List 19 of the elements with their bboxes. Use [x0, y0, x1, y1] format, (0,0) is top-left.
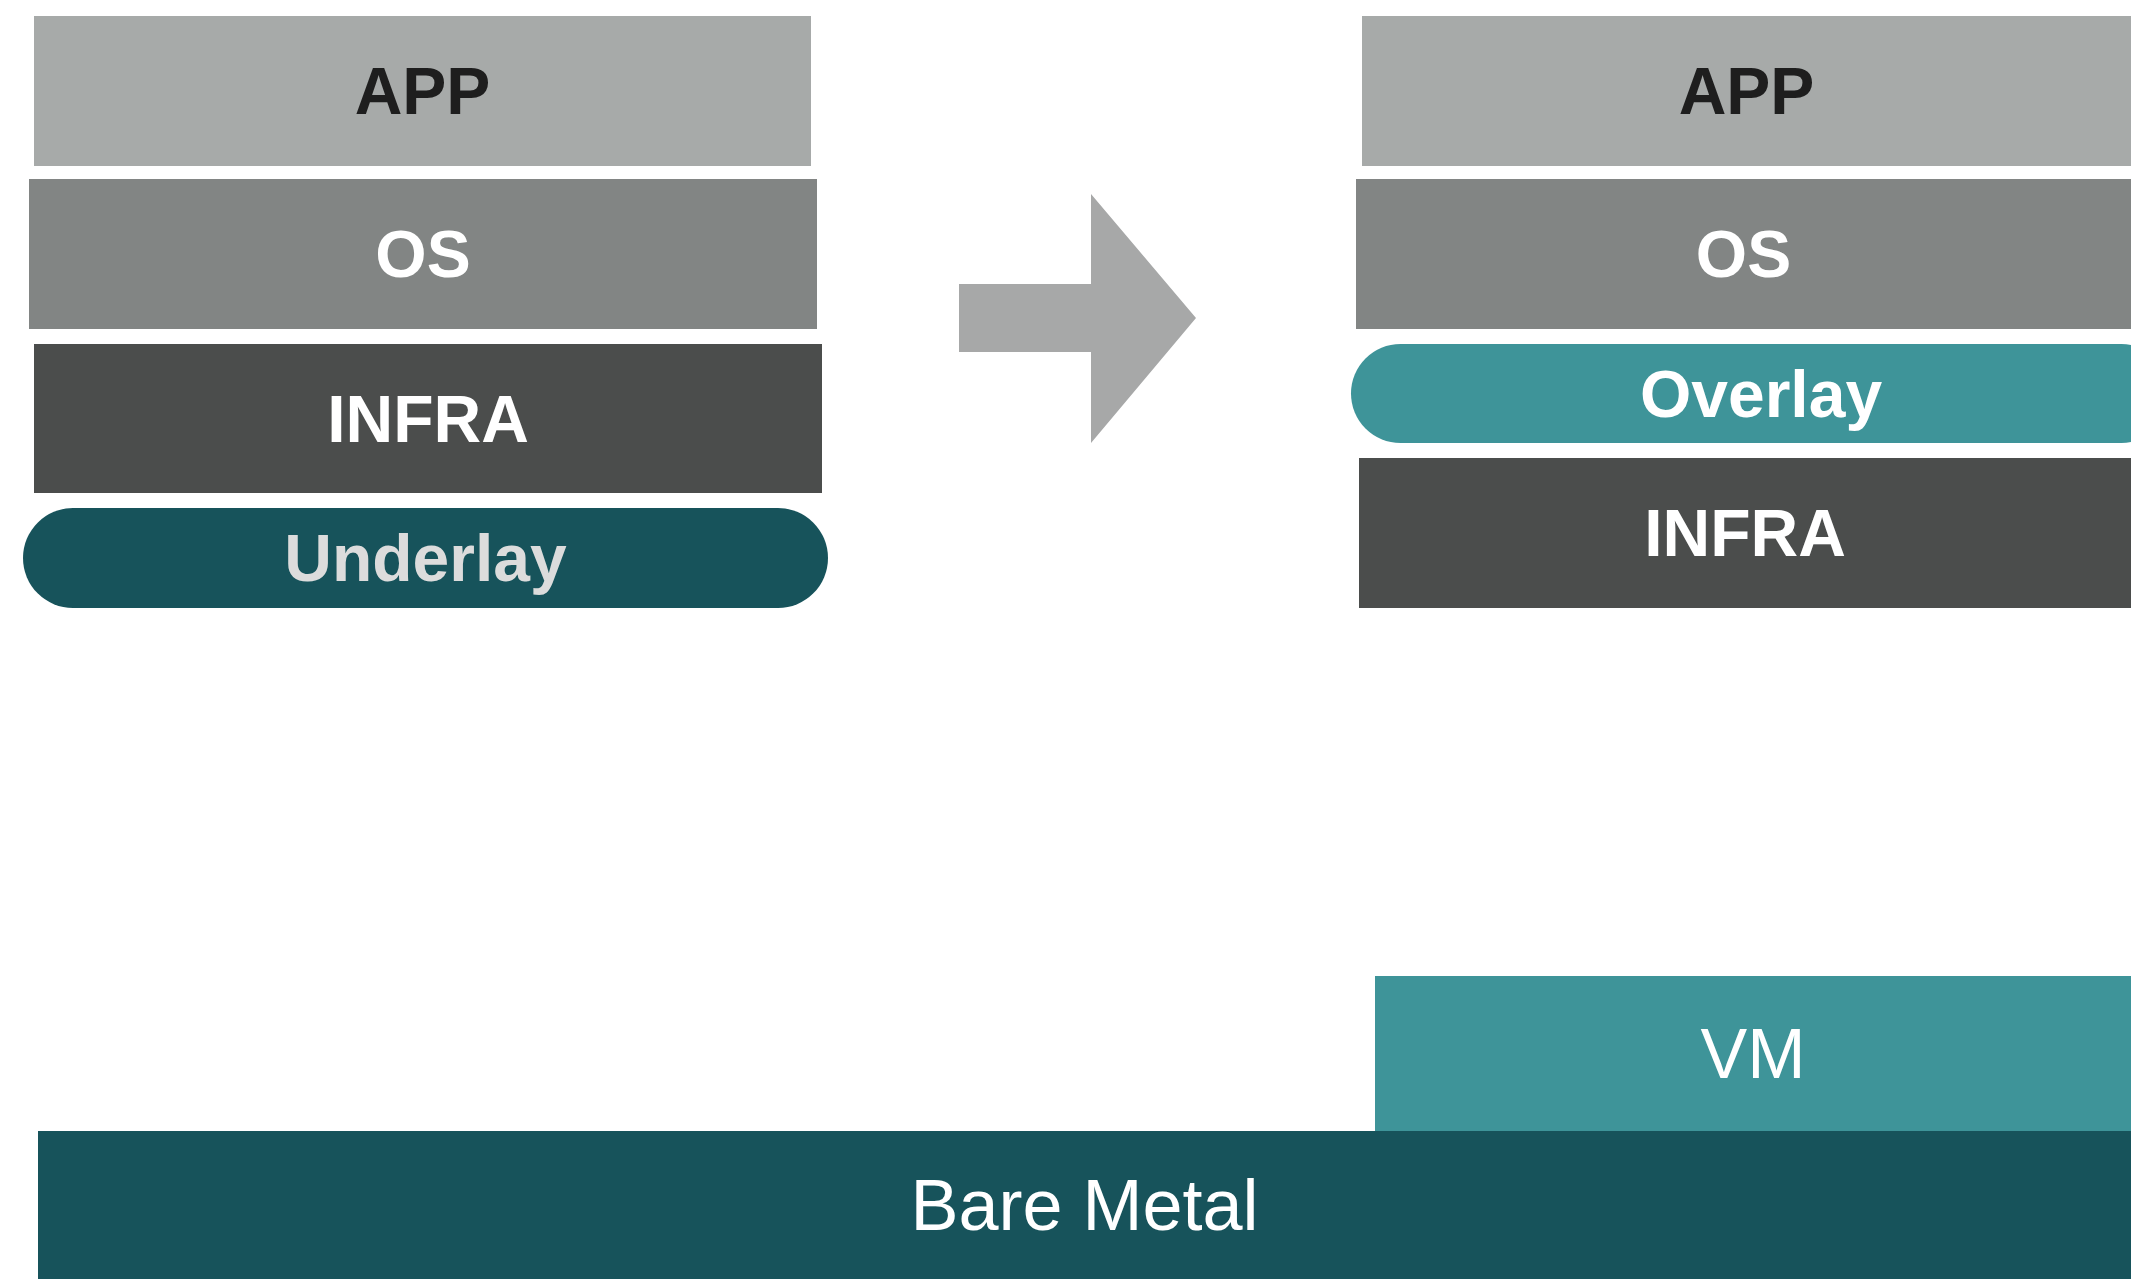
layer-label: APP	[354, 53, 491, 129]
layer-label: VM	[1700, 1013, 1806, 1094]
layer-bar	[1356, 179, 2131, 329]
layer-bar	[29, 179, 817, 329]
layer-label: Underlay	[284, 520, 567, 596]
layer-label: Overlay	[1639, 355, 1883, 432]
layer-label: INFRA	[1644, 495, 1846, 571]
layer-bar	[1362, 16, 2131, 166]
layer-pill	[1351, 344, 2131, 443]
layer-label: INFRA	[327, 380, 529, 457]
layer-bar	[34, 16, 811, 166]
layer-label: Bare Metal	[910, 1164, 1259, 1246]
layer-bar	[34, 344, 822, 493]
base-layer-bar	[38, 1131, 2131, 1279]
layer-label: APP	[1678, 53, 1815, 129]
layer-bar	[1359, 458, 2131, 608]
layer-label: OS	[375, 216, 471, 292]
layer-bar	[1375, 976, 2131, 1131]
layer-label: OS	[1695, 216, 1792, 292]
